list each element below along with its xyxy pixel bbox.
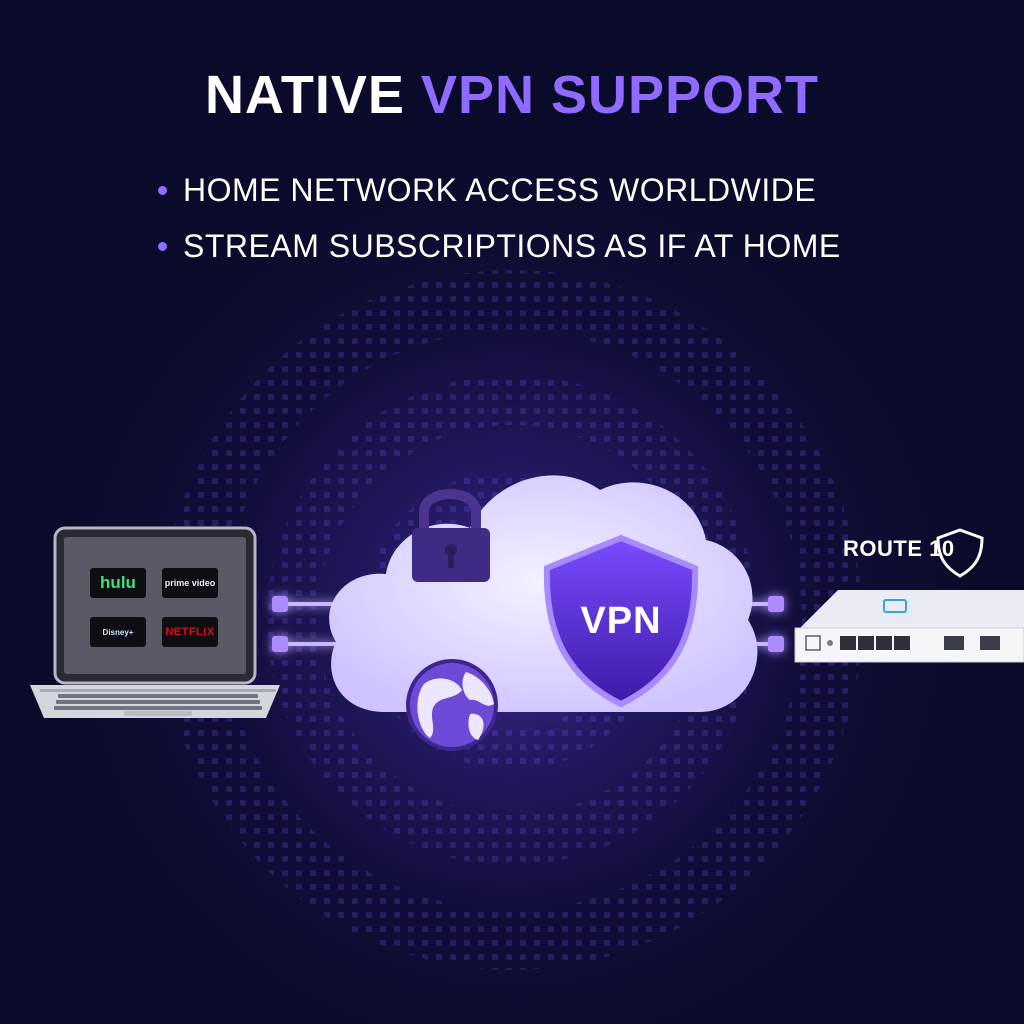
disney-plus-tile: Disney+ [90,617,146,647]
feature-item: STREAM SUBSCRIPTIONS AS IF AT HOME [158,218,841,274]
lock-icon [412,489,490,582]
laptop-keyboard [54,694,262,710]
page-title: NATIVE VPN SUPPORT [0,64,1024,126]
globe-icon [406,659,498,751]
hulu-tile: hulu [90,568,146,598]
bullet-dot-icon [158,241,167,251]
bullet-dot-icon [158,185,167,195]
shield-icon [543,534,699,708]
router-brand: ROUTE 10 [843,536,955,561]
feature-item: HOME NETWORK ACCESS WORLDWIDE [158,162,841,218]
vpn-shield-label: VPN [580,600,662,642]
feature-text: HOME NETWORK ACCESS WORLDWIDE [183,172,817,208]
route10-badge-icon [936,528,984,578]
title-part-vpn-support: VPN SUPPORT [420,65,820,125]
prime-video-logo: prime video [164,578,216,588]
netflix-tile: NETFLIX [162,617,218,647]
laptop [30,526,280,718]
router-device [794,590,1024,663]
router-ethernet-ports [840,636,910,650]
prime-video-tile: prime video [162,568,218,598]
feature-text: STREAM SUBSCRIPTIONS AS IF AT HOME [183,228,841,264]
netflix-logo: NETFLIX [165,626,215,638]
title-part-native: NATIVE [204,65,405,125]
feature-list: HOME NETWORK ACCESS WORLDWIDE STREAM SUB… [158,162,841,274]
hulu-logo: hulu [100,573,136,592]
disney-plus-logo: Disney+ [102,627,134,637]
